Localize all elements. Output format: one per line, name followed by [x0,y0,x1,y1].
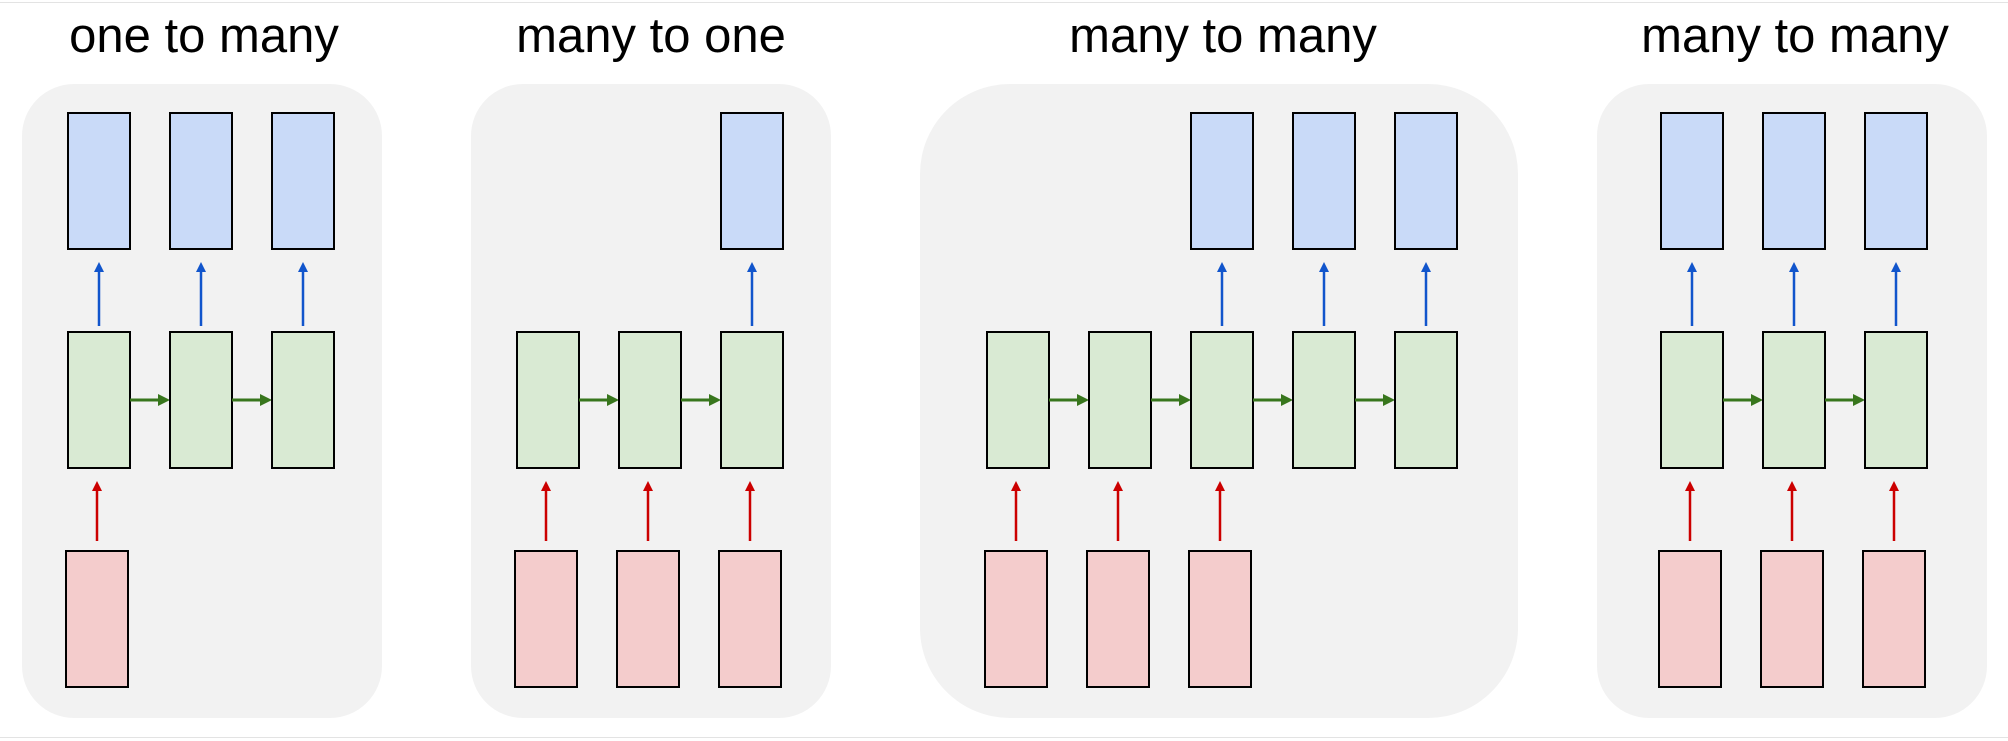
input-box [616,550,680,688]
input-box [984,550,1048,688]
output-box [67,112,131,250]
output-row [1660,112,1928,326]
hidden-state-box [1394,331,1458,469]
panel-title: many to many [1641,9,1949,63]
input-box [1658,550,1722,688]
output-box [1394,112,1458,250]
hidden-row [986,331,1458,469]
output-box [1660,112,1724,250]
panel-title: many to one [516,9,786,63]
input-row [65,481,129,688]
output-row [67,112,335,326]
panel-many-to-many-synced: many to many [1597,9,1987,718]
input-row [514,481,782,688]
hidden-row [67,331,335,469]
output-box [1292,112,1356,250]
output-box [1190,112,1254,250]
hidden-row [516,331,784,469]
output-box [1762,112,1826,250]
bottom-border [0,737,2008,738]
hidden-state-box [1088,331,1152,469]
hidden-state-box [271,331,335,469]
output-box [169,112,233,250]
hidden-state-box [1864,331,1928,469]
output-box [720,112,784,250]
top-border [0,2,2008,3]
input-row [1658,481,1926,688]
panel-one-to-many: one to many [22,9,382,718]
input-box [1188,550,1252,688]
panel-many-to-one: many to one [471,9,831,718]
input-box [1086,550,1150,688]
input-box [1862,550,1926,688]
input-row [984,481,1252,688]
input-box [718,550,782,688]
output-box [271,112,335,250]
input-box [65,550,129,688]
output-row [1190,112,1458,326]
panel-title: many to many [1069,9,1377,63]
hidden-state-box [1292,331,1356,469]
input-box [1760,550,1824,688]
hidden-state-box [516,331,580,469]
panel-many-to-many-delayed: many to many [920,9,1518,718]
output-box [1864,112,1928,250]
hidden-state-box [720,331,784,469]
hidden-row [1660,331,1928,469]
output-row [720,112,784,326]
hidden-state-box [986,331,1050,469]
hidden-state-box [67,331,131,469]
hidden-state-box [1660,331,1724,469]
hidden-state-box [169,331,233,469]
hidden-state-box [1762,331,1826,469]
input-box [514,550,578,688]
hidden-state-box [618,331,682,469]
panel-title: one to many [69,9,339,63]
hidden-state-box [1190,331,1254,469]
